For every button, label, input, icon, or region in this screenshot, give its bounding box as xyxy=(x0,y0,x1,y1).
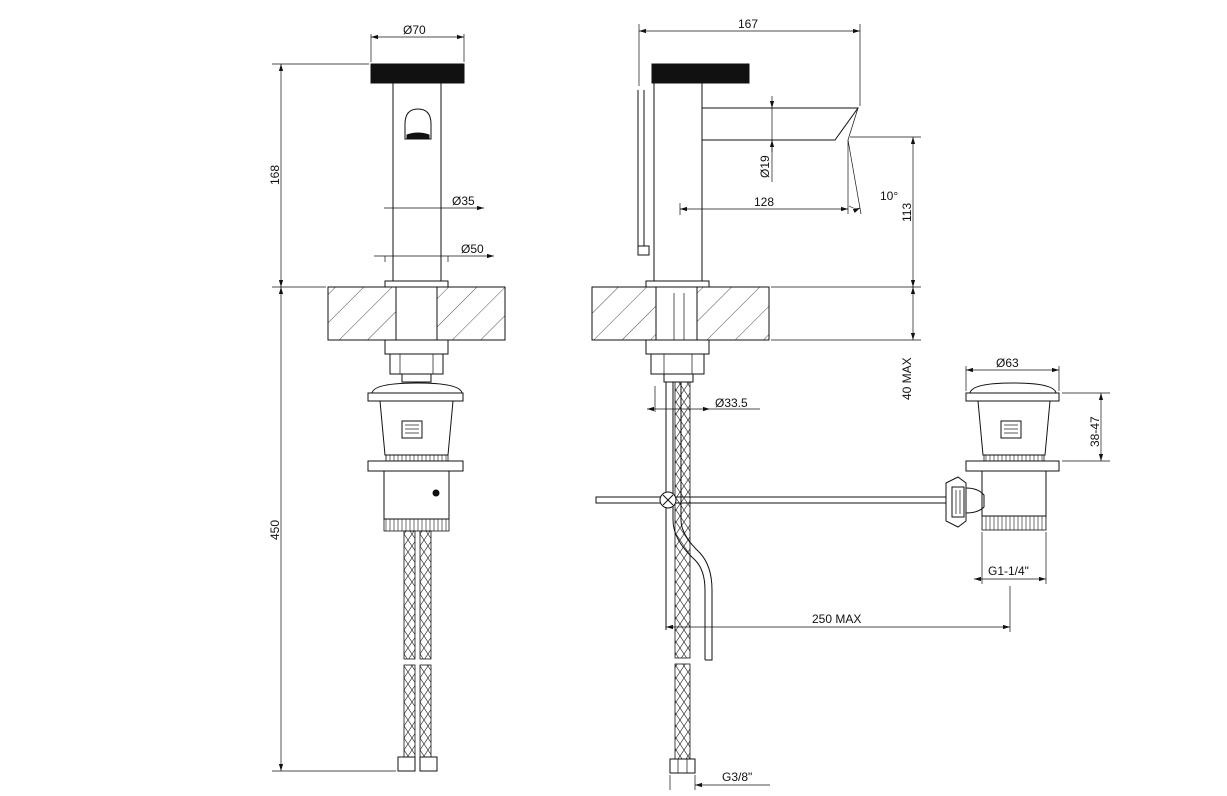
dim-waste-thread: G1-1/4" xyxy=(988,564,1029,578)
front-aerator-opening xyxy=(404,108,432,140)
front-waste-cap xyxy=(371,382,463,394)
side-waste-cap xyxy=(969,382,1057,394)
dim-waste-range: 38-47 xyxy=(1088,416,1102,447)
dim-rod-length: 250 MAX xyxy=(812,612,861,626)
dim-overall-depth: 167 xyxy=(738,17,758,31)
dim-counter-thickness: 40 MAX xyxy=(900,357,914,400)
front-hose-right xyxy=(419,530,432,660)
dim-spout-reach: 128 xyxy=(754,195,774,209)
front-dimensions: Ø70 Ø35 Ø50 168 450 xyxy=(268,23,494,772)
dim-spout-height: 113 xyxy=(900,203,914,222)
dim-body-diameter: Ø35 xyxy=(452,194,475,208)
front-body xyxy=(392,82,442,282)
side-view xyxy=(591,63,1060,774)
side-handle xyxy=(651,63,750,84)
dim-hose-length: 450 xyxy=(268,520,282,540)
front-hose-left xyxy=(403,530,416,660)
dim-spout-angle: 10° xyxy=(880,189,898,203)
dim-height-above-counter: 168 xyxy=(268,165,282,185)
dim-handle-diameter: Ø70 xyxy=(403,23,426,37)
dim-hose-thread: G3/8" xyxy=(722,770,752,784)
side-pullrod xyxy=(595,496,947,504)
side-spout xyxy=(702,107,859,141)
dim-waste-diameter: Ø63 xyxy=(996,356,1019,370)
side-body xyxy=(653,82,703,282)
dim-spout-diameter: Ø19 xyxy=(758,155,772,178)
front-view xyxy=(327,63,506,772)
side-dimensions: 167 Ø19 128 10° 113 40 MAX Ø33.5 Ø63 xyxy=(638,17,1110,790)
dim-base-diameter: Ø50 xyxy=(461,242,484,256)
front-handle xyxy=(370,63,465,84)
dim-fixing-diameter: Ø33.5 xyxy=(715,396,748,410)
